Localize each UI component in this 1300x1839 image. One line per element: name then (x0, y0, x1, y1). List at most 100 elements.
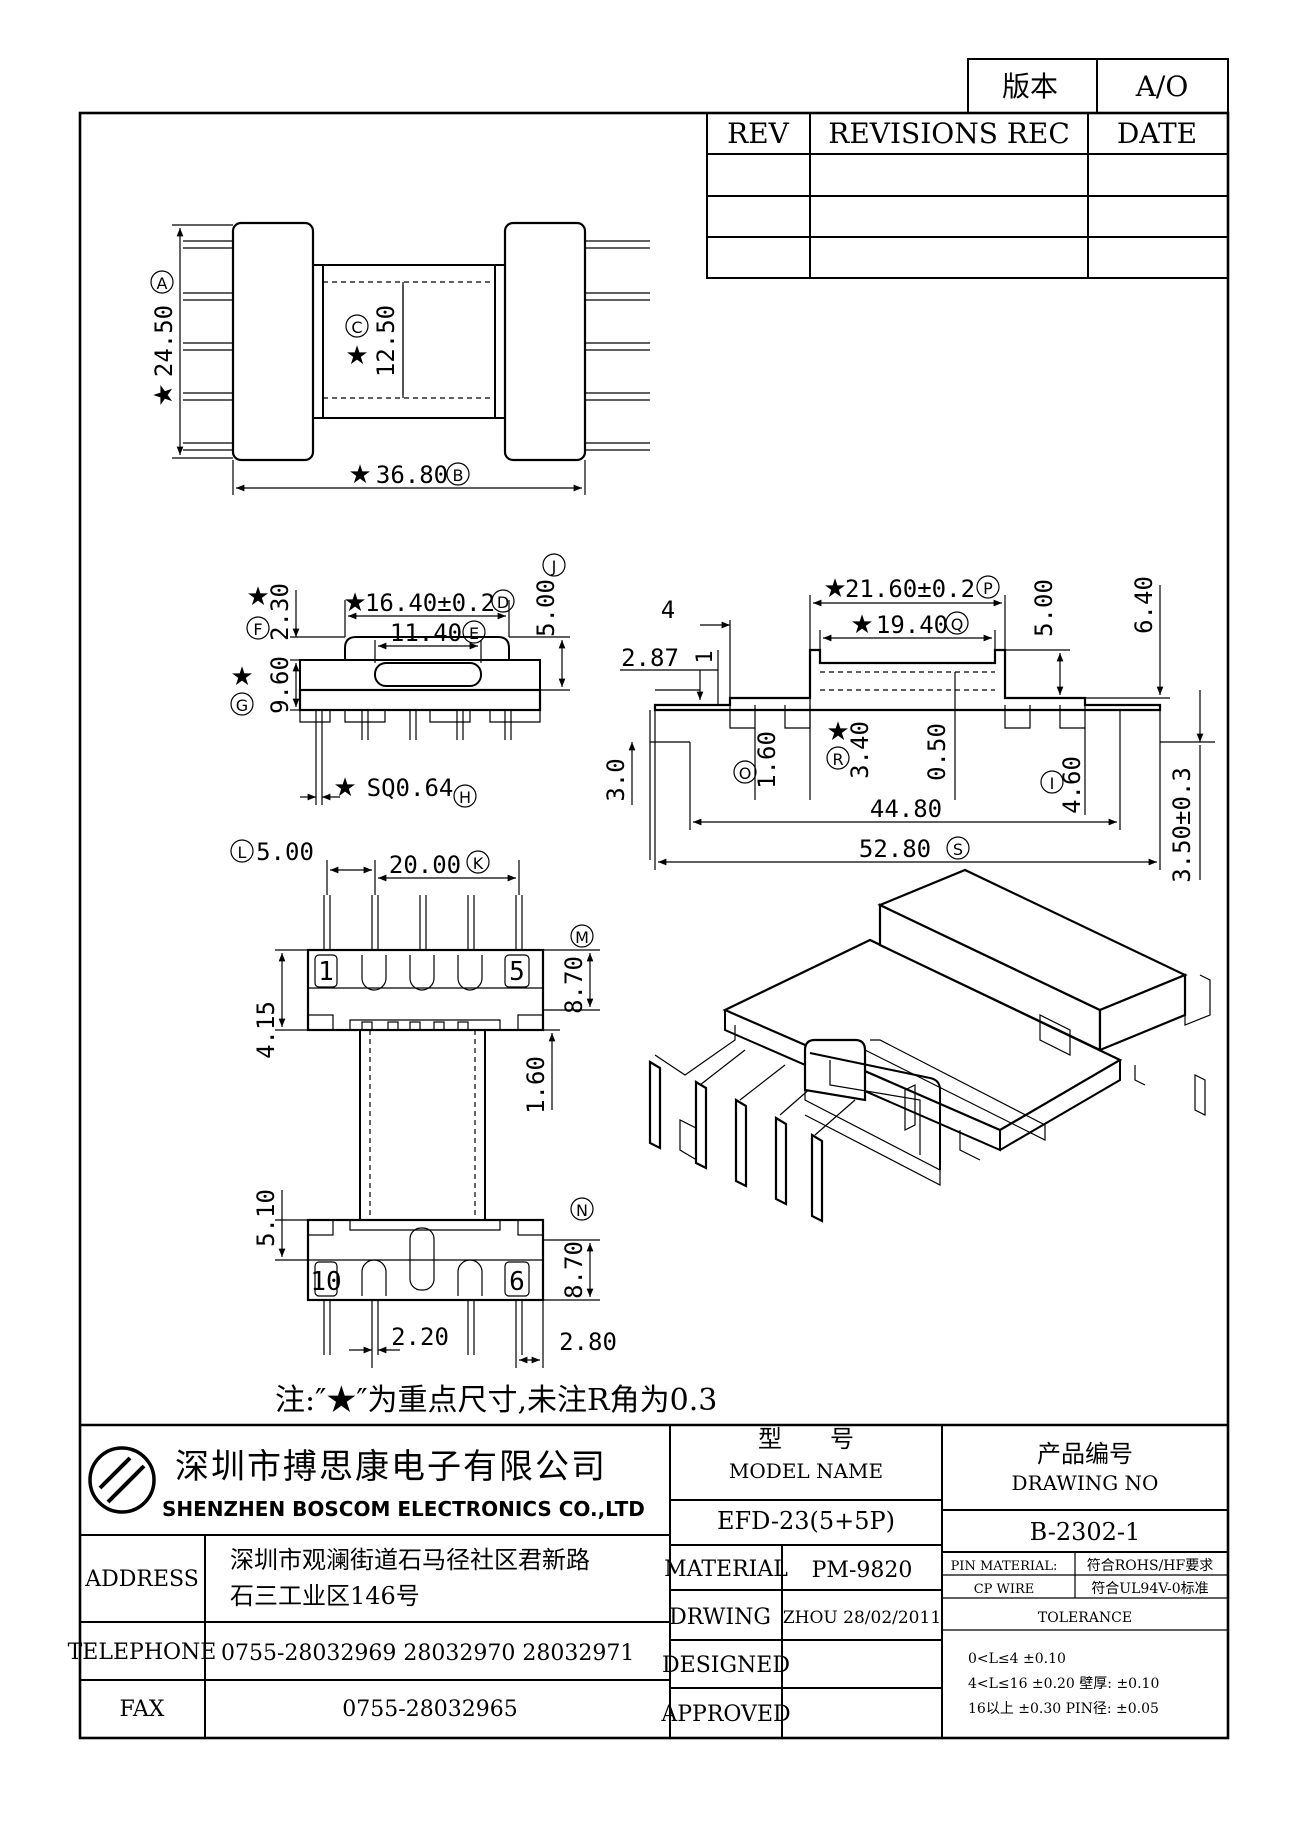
address-line-1: 深圳市观澜街道石马径社区君新路 (230, 1546, 590, 1574)
star-h: ★ (333, 773, 356, 803)
label-j: J (551, 557, 557, 576)
fax-value: 0755-28032965 (342, 1697, 517, 1722)
star-f: ★ (246, 582, 269, 612)
dim-2-80: 2.80 (559, 1328, 617, 1356)
tolerance-heading: TOLERANCE (1038, 1610, 1132, 1626)
company-name-cn: 深圳市搏思康电子有限公司 (175, 1447, 607, 1487)
star-r: ★ (826, 717, 849, 747)
company-name-en: SHENZHEN BOSCOM ELECTRONICS CO.,LTD (162, 1497, 645, 1521)
version-value: A/O (1135, 70, 1189, 103)
dim-5-00-j: 5.00 (532, 579, 560, 637)
revision-table: REV REVISIONS REC DATE (706, 112, 1229, 279)
approved-label: APPROVED (660, 1702, 790, 1727)
cp-wire-label: CP WIRE (974, 1582, 1035, 1597)
model-value: EFD-23(5+5P) (717, 1507, 895, 1535)
label-b: B (453, 466, 464, 485)
drawing-no-value: B-2302-1 (1030, 1518, 1141, 1546)
star-b: ★ (348, 460, 371, 490)
label-h: H (459, 788, 471, 807)
label-e: E (469, 624, 479, 643)
dim-1-60-b: 1.60 (522, 1056, 550, 1114)
dim-11-40: 11.40 (390, 619, 462, 647)
tolerance-line-1: 0<L≤4 ±0.10 (968, 1651, 1066, 1667)
label-i: I (1050, 774, 1055, 793)
dim-21-60: 21.60±0.2 (845, 575, 975, 603)
label-r: R (832, 750, 843, 769)
tolerance-line-2: 4<L≤16 ±0.20 壁厚: ±0.10 (968, 1676, 1159, 1692)
rev-header: REV (727, 117, 790, 150)
star-g: ★ (230, 662, 253, 692)
fax-label: FAX (120, 1697, 165, 1722)
dim-8-70-m: 8.70 (560, 956, 588, 1014)
label-n: N (576, 1201, 588, 1220)
designed-label: DESIGNED (662, 1653, 790, 1678)
dim-2-30: 2.30 (266, 583, 294, 641)
star-c: ★ (345, 341, 368, 371)
label-o: O (739, 764, 752, 783)
model-label-en: MODEL NAME (729, 1459, 883, 1483)
title-block: 深圳市搏思康电子有限公司 SHENZHEN BOSCOM ELECTRONICS… (68, 1423, 1228, 1738)
dim-1: 1 (693, 650, 718, 663)
dim-5-10: 5.10 (252, 1189, 280, 1247)
address-label: ADDRESS (84, 1567, 199, 1592)
dim-3-0: 3.0 (602, 758, 630, 801)
dim-44-80: 44.80 (870, 795, 942, 823)
dim-16-40: 16.40±0.2 (365, 589, 495, 617)
top-view: 24.50 ★ A 12.50 ★ C ★ 36.80 B (149, 221, 650, 495)
date-header: DATE (1117, 117, 1197, 150)
label-k: K (473, 854, 484, 873)
label-g: G (236, 696, 248, 715)
dim-2-20: 2.20 (391, 1323, 449, 1351)
dim-3-50: 3.50±0.3 (1168, 767, 1196, 883)
dim-8-70-n: 8.70 (560, 1241, 588, 1299)
pin-material-value: 符合ROHS/HF要求 (1087, 1558, 1213, 1574)
telephone-value: 0755-28032969 28032970 28032971 (221, 1641, 634, 1666)
dim-5-00-b: 5.00 (1030, 579, 1058, 637)
label-m: M (575, 928, 589, 947)
telephone-label: TELEPHONE (68, 1640, 217, 1665)
dim-4: 4 (661, 596, 675, 624)
tolerance-line-3: 16以上 ±0.30 PIN径: ±0.05 (968, 1701, 1159, 1717)
label-c: C (351, 318, 362, 337)
dim-12-50: 12.50 (372, 305, 400, 377)
star-d: ★ (343, 588, 366, 618)
version-box: 版本 A/O (967, 58, 1229, 114)
label-d: D (497, 593, 509, 612)
dim-4-15: 4.15 (252, 1001, 280, 1059)
label-l: L (238, 843, 247, 862)
dim-19-40: 19.40 (876, 611, 948, 639)
label-f: F (253, 620, 262, 639)
dim-52-80: 52.80 (859, 835, 931, 863)
version-label: 版本 (1002, 70, 1058, 103)
dim-5-00-l: 5.00 (256, 838, 314, 866)
model-label-cn: 型 号 (758, 1425, 854, 1453)
drwing-value: ZHOU 28/02/2011 (783, 1608, 941, 1628)
drwing-label: DRWING (669, 1605, 771, 1630)
dim-36-80: 36.80 (376, 461, 448, 489)
address-line-2: 石三工业区146号 (230, 1582, 420, 1610)
company-logo (88, 1446, 156, 1514)
pin-5-label: 5 (509, 957, 525, 987)
drawing-no-label-cn: 产品编号 (1037, 1440, 1133, 1468)
label-p: P (983, 579, 993, 598)
drawing-border (78, 111, 1230, 1740)
cp-wire-value: 符合UL94V-0标准 (1091, 1581, 1208, 1597)
dim-3-40: 3.40 (846, 721, 874, 779)
side-view: ★ 21.60±0.2 P ★ 19.40 Q 5.00 6.40 4 2.87… (602, 574, 1215, 883)
dim-6-40: 6.40 (1130, 576, 1158, 634)
dim-9-60: 9.60 (266, 656, 294, 714)
revisions-header: REVISIONS REC (828, 117, 1070, 150)
label-a: A (157, 274, 168, 293)
isometric-view (648, 868, 1211, 1223)
dim-20-00: 20.00 (389, 851, 461, 879)
material-label: MATERIAL (664, 1557, 788, 1582)
material-value: PM-9820 (812, 1558, 913, 1583)
dim-24-50: 24.50 (150, 305, 178, 377)
drawing-no-label-en: DRAWING NO (1012, 1471, 1159, 1495)
pin-6-label: 6 (509, 1267, 525, 1297)
bottom-view: 1 5 10 6 L 5.00 20.00 (230, 838, 617, 1368)
star-p: ★ (823, 574, 846, 604)
dim-2-87: 2.87 (621, 644, 679, 672)
pin-10-label: 10 (310, 1267, 341, 1297)
